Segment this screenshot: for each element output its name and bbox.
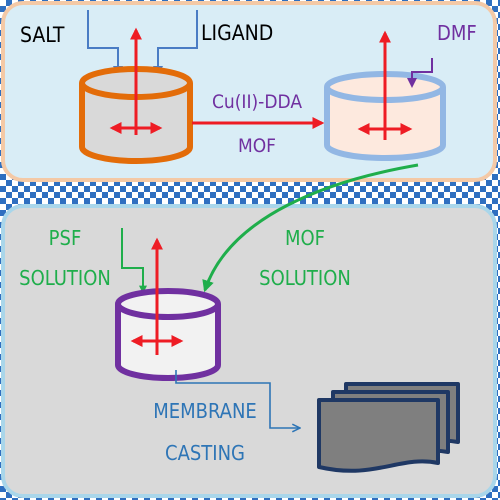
dmf-label: DMF: [437, 21, 477, 45]
product-label-line1: Cu(II)-DDA: [212, 91, 302, 113]
casting-arrow: [175, 370, 300, 428]
membrane-casting-label-line2: CASTING: [165, 441, 245, 465]
stir-arrows-icon: [109, 27, 163, 135]
stir-arrows-icon: [357, 30, 413, 140]
psf-label-line1: PSF: [49, 226, 82, 250]
dmf-feed-arrow: [407, 58, 433, 88]
mixing-beaker: [115, 288, 221, 381]
psf-label-line2: SOLUTION: [19, 266, 111, 290]
membrane-casting-label-line1: MEMBRANE: [153, 399, 257, 423]
mof-solution-label-line2: SOLUTION: [259, 266, 351, 290]
salt-feed-arrow: [87, 10, 123, 76]
salt-label: SALT: [20, 23, 65, 47]
mof-solution-transfer-arrow: [202, 163, 419, 293]
ligand-feed-arrow: [153, 10, 198, 76]
psf-feed-arrow: [121, 228, 147, 294]
product-label-line2: MOF: [238, 135, 276, 157]
membrane-sheets-icon: [317, 382, 460, 473]
stir-arrows-icon: [130, 237, 184, 355]
mof-solution-label-line1: MOF: [285, 226, 325, 250]
ligand-label: LIGAND: [201, 21, 273, 45]
